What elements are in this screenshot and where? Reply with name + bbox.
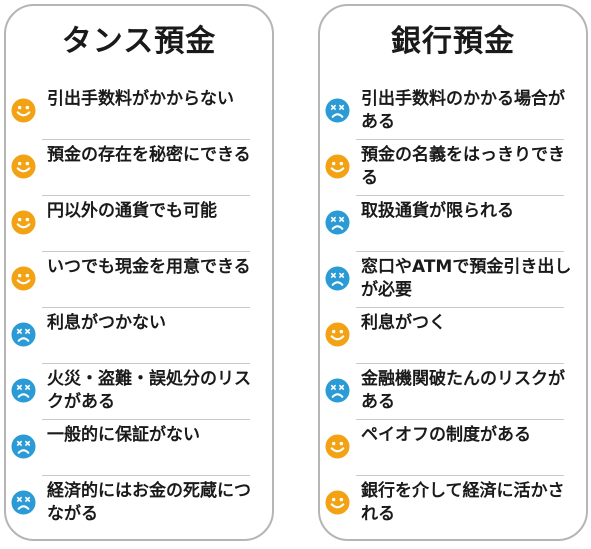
sad-face-icon xyxy=(325,266,350,291)
item-text: 預金の存在を秘密にできる xyxy=(47,145,251,165)
divider xyxy=(42,139,250,140)
sad-face-icon xyxy=(11,434,36,459)
item-text: 円以外の通貨でも可能 xyxy=(47,201,217,221)
list-item: 火災・盗難・誤処分のリスクがある xyxy=(6,368,272,424)
list-item: 取扱通貨が限られる xyxy=(320,200,586,256)
panel-title: 銀行預金 xyxy=(391,24,515,59)
list-item: 利息がつかない xyxy=(6,312,272,368)
divider xyxy=(42,195,250,196)
list-item: ペイオフの制度がある xyxy=(320,424,586,480)
sad-face-icon xyxy=(325,98,350,123)
sad-face-icon xyxy=(325,210,350,235)
happy-face-icon xyxy=(325,154,350,179)
divider xyxy=(356,139,564,140)
item-text: ペイオフの制度がある xyxy=(361,425,531,445)
item-text: 取扱通貨が限られる xyxy=(361,201,514,221)
happy-face-icon xyxy=(11,266,36,291)
list-item: 一般的に保証がない xyxy=(6,424,272,480)
item-text: 預金の名義をはっきりできる xyxy=(361,145,565,188)
sad-face-icon xyxy=(325,378,350,403)
list-item: 円以外の通貨でも可能 xyxy=(6,200,272,256)
divider xyxy=(42,251,250,252)
divider xyxy=(356,307,564,308)
item-text: 銀行を介して経済に活かされる xyxy=(361,481,565,524)
item-text: 引出手数料がかからない xyxy=(47,89,234,109)
divider xyxy=(356,363,564,364)
list-item: 利息がつく xyxy=(320,312,586,368)
bank-deposit-panel: 銀行預金 引出手数料のかかる場合がある預金の名義をはっきりできる取扱通貨が限られ… xyxy=(318,4,588,541)
item-text: いつでも現金を用意できる xyxy=(47,257,251,277)
list-item: 預金の存在を秘密にできる xyxy=(6,144,272,200)
panel-title: タンス預金 xyxy=(61,24,217,59)
list-item: 金融機関破たんのリスクがある xyxy=(320,368,586,424)
divider xyxy=(42,307,250,308)
item-text: 金融機関破たんのリスクがある xyxy=(361,369,565,412)
tansu-deposit-panel: タンス預金 引出手数料がかからない預金の存在を秘密にできる円以外の通貨でも可能い… xyxy=(4,4,274,541)
list-item: 預金の名義をはっきりできる xyxy=(320,144,586,200)
happy-face-icon xyxy=(11,98,36,123)
item-text: 利息がつく xyxy=(361,313,446,333)
list-item: いつでも現金を用意できる xyxy=(6,256,272,312)
item-text: 窓口やATMで預金引き出しが必要 xyxy=(361,257,572,300)
sad-face-icon xyxy=(11,378,36,403)
list-item: 窓口やATMで預金引き出しが必要 xyxy=(320,256,586,312)
happy-face-icon xyxy=(11,154,36,179)
divider xyxy=(42,419,250,420)
divider xyxy=(42,363,250,364)
divider xyxy=(356,251,564,252)
happy-face-icon xyxy=(11,210,36,235)
happy-face-icon xyxy=(325,434,350,459)
list-item: 経済的にはお金の死蔵につながる xyxy=(6,480,272,536)
item-text: 利息がつかない xyxy=(47,313,166,333)
item-text: 引出手数料のかかる場合がある xyxy=(361,89,565,132)
happy-face-icon xyxy=(325,490,350,515)
list-item: 銀行を介して経済に活かされる xyxy=(320,480,586,536)
sad-face-icon xyxy=(11,322,36,347)
divider xyxy=(356,419,564,420)
item-text: 火災・盗難・誤処分のリスクがある xyxy=(47,369,251,412)
divider xyxy=(356,475,564,476)
divider xyxy=(356,195,564,196)
item-text: 経済的にはお金の死蔵につながる xyxy=(47,481,251,524)
sad-face-icon xyxy=(11,490,36,515)
list-item: 引出手数料がかからない xyxy=(6,88,272,144)
item-text: 一般的に保証がない xyxy=(47,425,200,445)
list-item: 引出手数料のかかる場合がある xyxy=(320,88,586,144)
divider xyxy=(42,475,250,476)
happy-face-icon xyxy=(325,322,350,347)
